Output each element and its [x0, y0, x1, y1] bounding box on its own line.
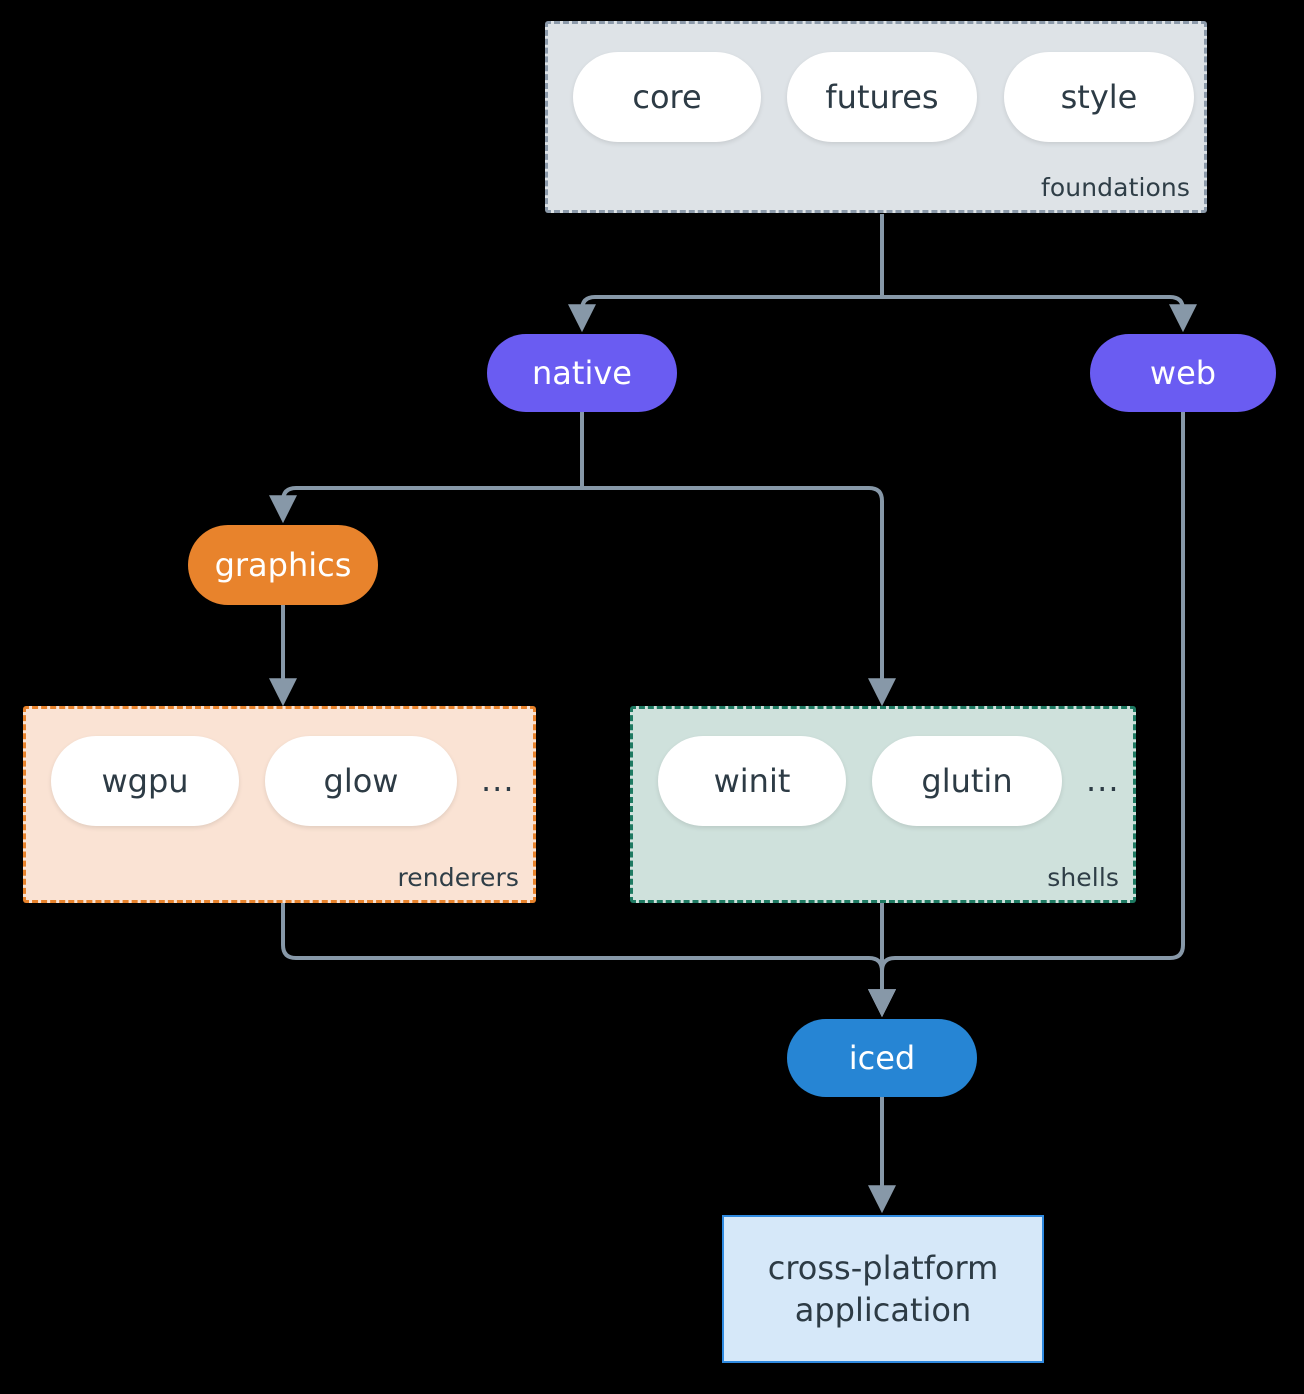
pill-futures[interactable]: futures	[787, 52, 977, 142]
application-label-line2: application	[794, 1291, 972, 1329]
node-native[interactable]: native	[487, 334, 677, 412]
edge-native-to-shells	[582, 486, 896, 707]
edge-foundations-to-web	[882, 295, 1197, 333]
group-label-shells: shells	[1047, 863, 1119, 892]
edge-foundations-to-native	[568, 295, 882, 333]
application-label-line1: cross-platform	[767, 1248, 999, 1287]
group-label-foundations: foundations	[1041, 173, 1190, 202]
ellipsis-shells: ...	[1086, 761, 1120, 799]
pill-glow[interactable]: glow	[265, 736, 457, 826]
node-graphics[interactable]: graphics	[188, 525, 378, 605]
node-web[interactable]: web	[1090, 334, 1276, 412]
edge-native-to-graphics	[269, 486, 582, 524]
pill-winit[interactable]: winit	[658, 736, 846, 826]
edge-renderers-to-iced	[281, 903, 896, 1018]
pill-core[interactable]: core	[573, 52, 761, 142]
node-iced[interactable]: iced	[787, 1019, 977, 1097]
pill-style[interactable]: style	[1004, 52, 1194, 142]
node-cross-platform-application[interactable]: cross-platform application	[722, 1215, 1044, 1363]
pill-wgpu[interactable]: wgpu	[51, 736, 239, 826]
group-label-renderers: renderers	[397, 863, 519, 892]
pill-glutin[interactable]: glutin	[872, 736, 1062, 826]
ellipsis-renderers: ...	[481, 761, 515, 799]
